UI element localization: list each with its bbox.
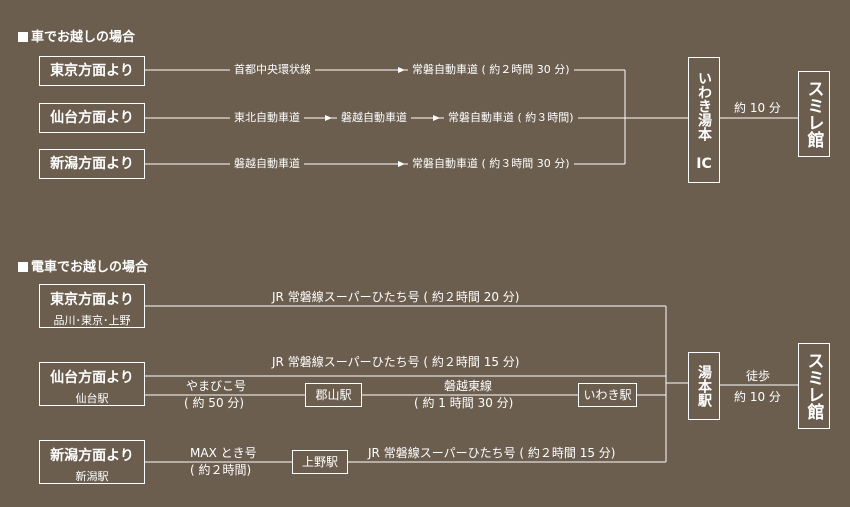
iwaki-station-box: いわき駅 bbox=[578, 383, 637, 407]
car-origin-sendai: 仙台方面より bbox=[39, 103, 145, 133]
route-label: 常磐自動車道 ( 約３時間 30 分) bbox=[408, 157, 574, 171]
route-label: 磐越自動車道 bbox=[337, 111, 411, 125]
ueno-station-box: 上野駅 bbox=[292, 450, 348, 474]
route-label: 磐越自動車道 bbox=[230, 157, 304, 171]
route-label: JR 常磐線スーパーひたち号 ( 約２時間 15 分) bbox=[268, 355, 524, 369]
koriyama-label: 郡山駅 bbox=[315, 388, 352, 402]
route-label: 首都中央環状線 bbox=[230, 63, 315, 77]
destination-box-car: スミレ館 bbox=[798, 71, 830, 157]
route-label: 常磐自動車道 ( 約２時間 30 分) bbox=[408, 63, 574, 77]
yumoto-station-box: 湯本駅 bbox=[688, 352, 720, 420]
car-origin-niigata-label: 新潟方面より bbox=[50, 156, 134, 172]
car-final-time: 約 10 分 bbox=[730, 101, 785, 115]
route-label: MAX とき号 bbox=[190, 446, 257, 460]
train-title-text: 電車でお越しの場合 bbox=[31, 260, 149, 275]
destination-label: スミレ館 bbox=[803, 352, 824, 420]
walk-time-label: 約 10 分 bbox=[734, 390, 781, 404]
train-section-title: 電車でお越しの場合 bbox=[18, 256, 148, 275]
square-bullet-icon bbox=[18, 262, 28, 272]
ic-box: いわき湯本 IC bbox=[688, 57, 720, 183]
ic-label: いわき湯本 bbox=[696, 71, 712, 141]
route-label: 磐越東線 bbox=[444, 379, 493, 393]
car-origin-tokyo-label: 東京方面より bbox=[50, 63, 134, 79]
route-label: ( 約 50 分) bbox=[184, 396, 245, 410]
route-label: ( 約 1 時間 30 分) bbox=[414, 396, 514, 410]
car-origin-sendai-label: 仙台方面より bbox=[50, 110, 134, 126]
route-label: 東北自動車道 bbox=[230, 111, 304, 125]
train-origin-tokyo: 東京方面より 品川･東京･上野 bbox=[39, 284, 145, 328]
car-section-title: 車でお越しの場合 bbox=[18, 26, 135, 45]
train-origin-niigata-sub: 新潟駅 bbox=[75, 470, 109, 483]
train-origin-sendai-sub: 仙台駅 bbox=[75, 392, 109, 405]
walk-label: 徒歩 bbox=[742, 369, 775, 383]
car-title-text: 車でお越しの場合 bbox=[31, 30, 136, 45]
train-origin-sendai: 仙台方面より 仙台駅 bbox=[39, 362, 145, 406]
car-origin-tokyo: 東京方面より bbox=[39, 56, 145, 86]
train-origin-niigata: 新潟方面より 新潟駅 bbox=[39, 440, 145, 484]
iwaki-label: いわき駅 bbox=[583, 388, 632, 402]
ic-suffix: IC bbox=[696, 156, 712, 172]
train-origin-niigata-label: 新潟方面より bbox=[50, 448, 134, 464]
train-origin-sendai-label: 仙台方面より bbox=[50, 370, 134, 386]
route-label: ( 約２時間) bbox=[190, 463, 252, 477]
car-origin-niigata: 新潟方面より bbox=[39, 149, 145, 179]
train-origin-tokyo-sub: 品川･東京･上野 bbox=[53, 314, 131, 327]
route-label: JR 常磐線スーパーひたち号 ( 約２時間 20 分) bbox=[268, 290, 524, 304]
ueno-label: 上野駅 bbox=[301, 455, 338, 469]
koriyama-station-box: 郡山駅 bbox=[305, 383, 362, 407]
destination-box-train: スミレ館 bbox=[798, 343, 830, 429]
route-label: JR 常磐線スーパーひたち号 ( 約２時間 15 分) bbox=[364, 446, 620, 460]
train-origin-tokyo-label: 東京方面より bbox=[50, 292, 134, 308]
yumoto-station-label: 湯本駅 bbox=[696, 365, 712, 407]
route-label: 常磐自動車道 ( 約３時間) bbox=[444, 111, 578, 125]
square-bullet-icon bbox=[18, 32, 28, 42]
route-label: やまびこ号 bbox=[186, 379, 247, 393]
destination-label: スミレ館 bbox=[803, 80, 824, 148]
